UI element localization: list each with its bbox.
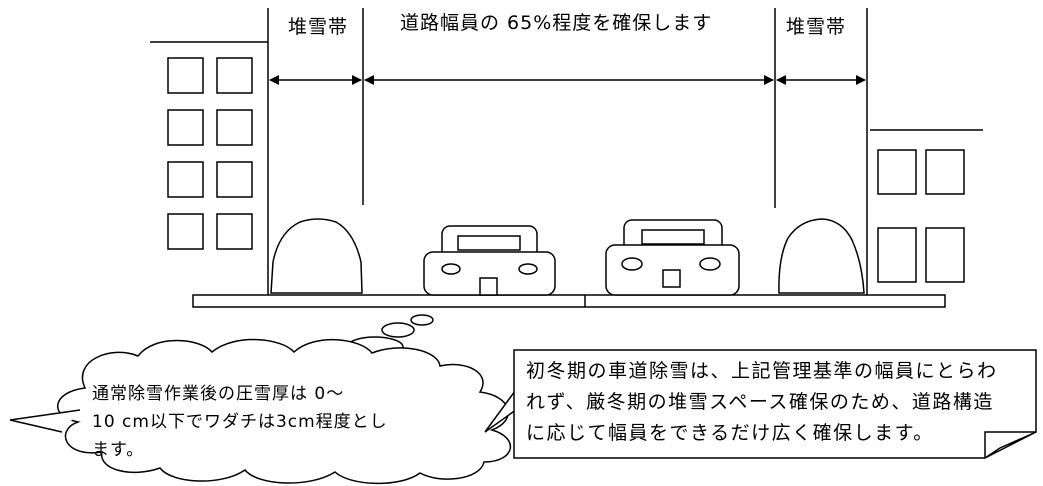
snow-band-label-left: 堆雪帯 <box>288 16 349 38</box>
cloud-note-line: 通常除雪作業後の圧雪厚は 0～ <box>92 384 345 404</box>
car-left <box>423 225 556 296</box>
cloud-tail <box>9 409 81 433</box>
cloud-note-line: 10 cm以下でワダチは3cm程度とし <box>92 412 388 432</box>
callout-note-line: に応じて幅員をできるだけ広く確保します。 <box>526 422 934 444</box>
callout-note-line: 初冬期の車道除雪は、上記管理基準の幅員にとらわ <box>526 360 998 382</box>
road-surface <box>192 294 946 308</box>
snow-band-label-right: 堆雪帯 <box>786 16 847 38</box>
thought-bubbles <box>346 314 434 358</box>
right-building <box>870 129 983 283</box>
callout-note-line: れず、厳冬期の堆雪スペース確保のため、道路構造 <box>526 391 994 413</box>
callout-note: 初冬期の車道除雪は、上記管理基準の幅員にとらわ れず、厳冬期の堆雪スペース確保の… <box>526 356 1036 449</box>
road-width-label: 道路幅員の 65%程度を確保します <box>400 12 713 34</box>
callout-box <box>513 349 1037 459</box>
snow-pile-left <box>270 218 363 294</box>
cloud-note: 通常除雪作業後の圧雪厚は 0～ 10 cm以下でワダチは3cm程度とし ます。 <box>92 380 452 464</box>
left-building <box>150 41 268 250</box>
car-right <box>605 219 740 296</box>
speech-cloud <box>57 338 511 485</box>
callout-page-curl <box>984 431 1037 459</box>
cloud-note-line: ます。 <box>92 440 145 460</box>
snow-pile-right <box>778 218 865 294</box>
